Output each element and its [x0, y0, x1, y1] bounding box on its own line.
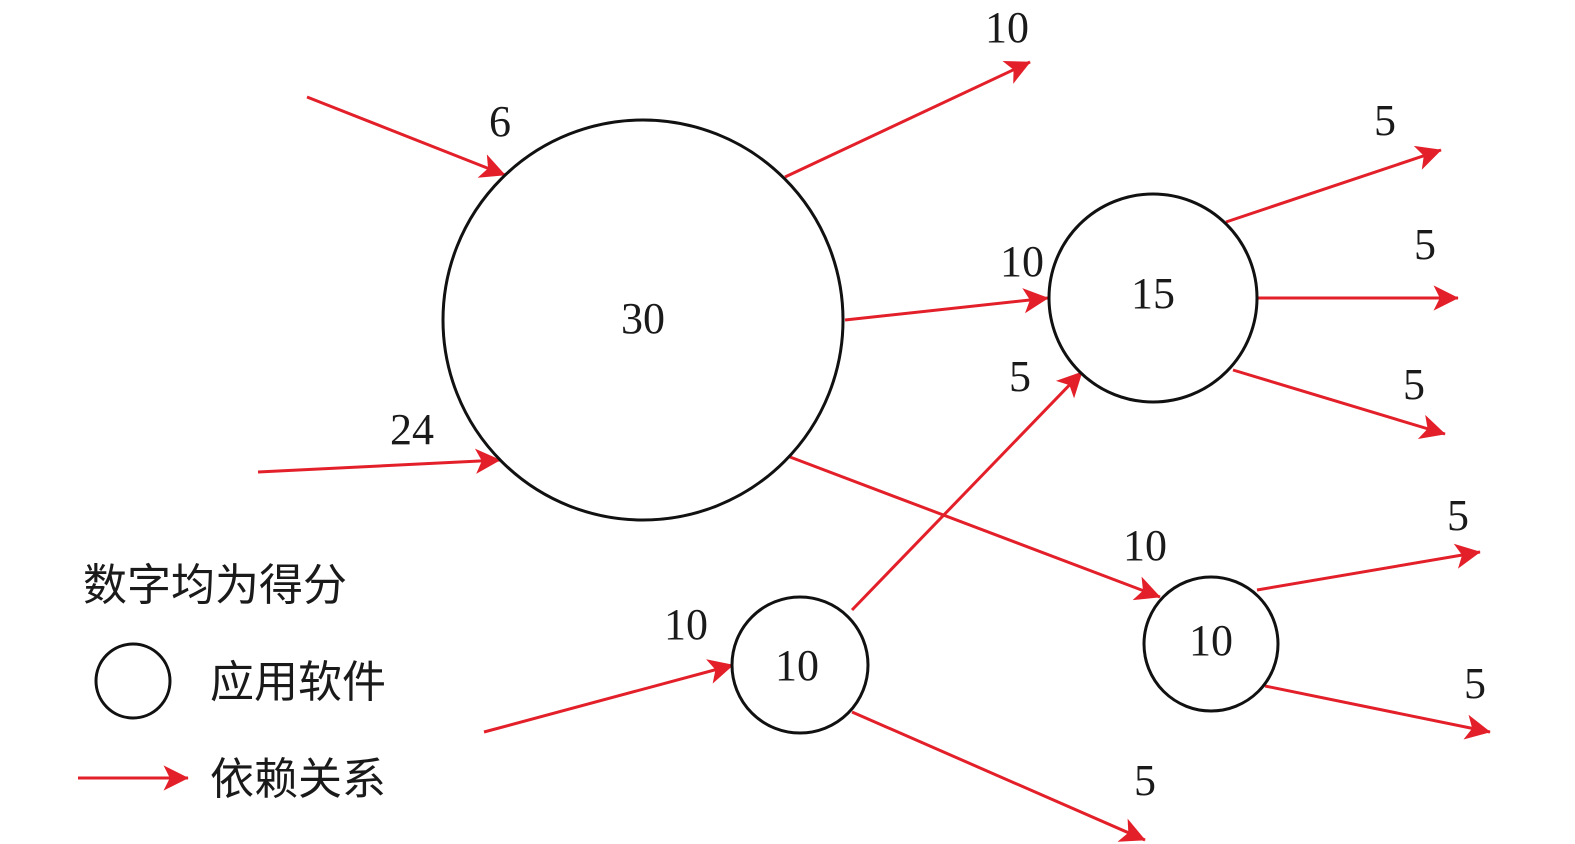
- edges: 6 24 10 10 10 5 10 5 5 5 5 5 5: [257, 3, 1491, 842]
- edge-score-label: 10: [1123, 521, 1167, 570]
- edge-score-label: 6: [489, 97, 511, 146]
- node-score-label: 30: [621, 294, 665, 343]
- node-score-label: 15: [1131, 269, 1175, 318]
- software-node: [441, 118, 845, 522]
- dependency-arrow: [257, 448, 501, 474]
- legend-note: 数字均为得分: [83, 560, 347, 611]
- edge-score-label: 5: [1464, 659, 1486, 708]
- dependency-arrow: [1225, 145, 1442, 224]
- dependency-arrow: [1264, 684, 1491, 740]
- nodes: 30 15 10 10: [441, 118, 1280, 735]
- dependency-arrow: [789, 455, 1161, 601]
- edge-score-label: 10: [1000, 237, 1044, 286]
- software-node: [1047, 192, 1259, 404]
- edge-score-label: 5: [1134, 756, 1156, 805]
- dependency-arrow: [851, 710, 1146, 842]
- edge-score-label: 24: [390, 405, 434, 454]
- edge-score-label: 10: [985, 3, 1029, 52]
- dependency-arrow: [306, 95, 506, 178]
- edge-score-label: 5: [1009, 352, 1031, 401]
- legend: 数字均为得分 应用软件 依赖关系: [78, 560, 386, 805]
- edge-score-label: 5: [1374, 96, 1396, 145]
- edge-score-label: 10: [664, 600, 708, 649]
- dependency-arrow: [844, 288, 1049, 322]
- node-score-label: 10: [775, 641, 819, 690]
- edge-score-label: 5: [1403, 360, 1425, 409]
- dependency-arrow: [483, 659, 734, 734]
- software-node: [730, 595, 870, 735]
- edge-score-label: 5: [1414, 220, 1436, 269]
- dependency-arrow: [850, 370, 1084, 612]
- dependency-arrow: [1256, 543, 1481, 592]
- legend-edge-label: 依赖关系: [210, 754, 386, 805]
- dependency-arrow: [1232, 368, 1446, 440]
- edge-score-label: 5: [1447, 491, 1469, 540]
- software-node: [1142, 575, 1280, 713]
- node-score-label: 10: [1189, 616, 1233, 665]
- legend-node-circle-icon: [94, 642, 172, 720]
- dependency-arrow: [784, 60, 1031, 179]
- legend-node-label: 应用软件: [210, 657, 386, 708]
